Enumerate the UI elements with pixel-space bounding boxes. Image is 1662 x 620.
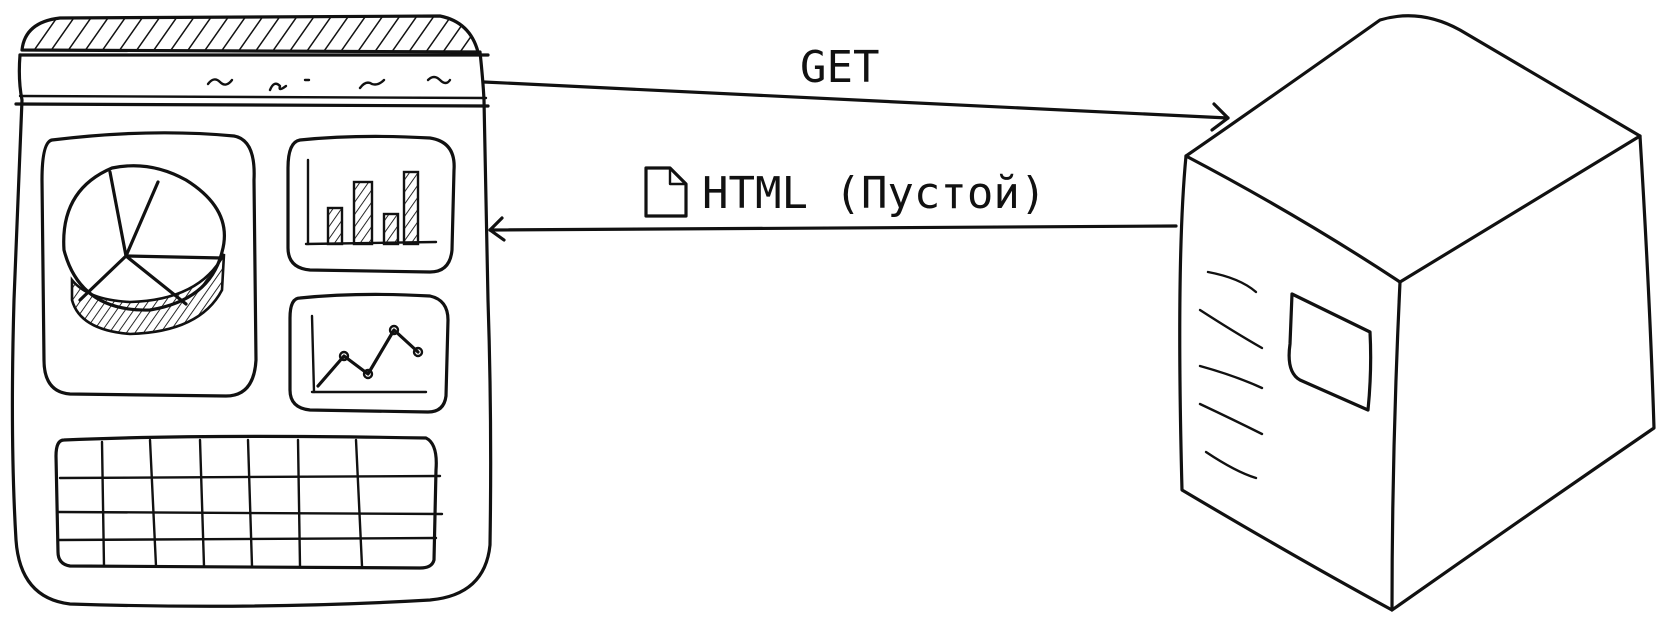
get-request-arrow — [482, 80, 1230, 132]
server-drive-panel — [1287, 292, 1373, 412]
line-chart-panel — [288, 292, 450, 414]
html-response-arrow — [488, 216, 1178, 242]
server-box — [1178, 14, 1656, 612]
document-icon — [644, 166, 688, 218]
table-panel — [54, 434, 444, 570]
pie-chart-panel — [40, 131, 258, 398]
get-request-label: GET — [800, 42, 880, 93]
browser-titlebar — [20, 14, 480, 54]
browser-window-frame — [10, 50, 493, 608]
client-browser — [10, 14, 493, 608]
bar-chart-panel — [286, 134, 456, 274]
html-response-label: HTML (Пустой) — [702, 168, 1047, 219]
server-vents — [1198, 270, 1264, 480]
toolbar-icons — [206, 75, 452, 92]
